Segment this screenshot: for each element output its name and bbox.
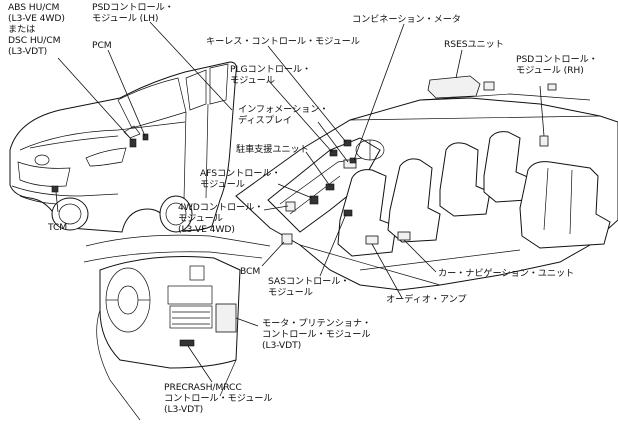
label-parking-assist: 駐車支援ユニット: [236, 144, 309, 155]
precrash-marker: [179, 339, 195, 347]
label-audio-amp: オーディオ・アンプ: [386, 294, 467, 305]
label-plg-line-2: モジュール: [230, 75, 275, 86]
car-exterior-illustration: [9, 61, 237, 233]
meter-marker: [349, 157, 357, 164]
label-info-display: インフォメーション・ ディスプレイ: [238, 104, 329, 126]
label-4wd: 4WDコントロール・ モジュール (L3-VE 4WD): [178, 202, 263, 235]
label-precrash: PRECRASH/MRCC コントロール・モジュール (L3-VDT): [164, 382, 273, 415]
label-psd-lh-line-2: モジュール (LH): [92, 13, 159, 24]
sas-module-marker: [343, 209, 353, 217]
label-abs-line-5: (L3-VDT): [8, 46, 48, 57]
label-precrash-line-2: コントロール・モジュール: [164, 393, 273, 404]
leader-lines: [55, 21, 545, 383]
label-abs-line-4: DSC HU/CM: [8, 35, 61, 46]
label-pcm: PCM: [92, 40, 112, 51]
label-sas-line-2: モジュール: [268, 287, 313, 298]
tcm-module-marker: [51, 185, 59, 193]
dashboard-closeup-illustration: [83, 234, 271, 421]
label-afs: AFSコントロール・ モジュール: [200, 168, 281, 190]
parking-assist-marker: [325, 183, 335, 191]
abs-module-marker: [129, 138, 137, 148]
car-nav-marker: [397, 231, 411, 241]
label-psd-rh: PSDコントロール・ モジュール (RH): [516, 54, 598, 76]
label-abs-line-1: ABS HU/CM: [8, 2, 60, 13]
label-abs-hu-cm: ABS HU/CM (L3-VE 4WD) または DSC HU/CM (L3-…: [8, 2, 65, 57]
label-motor-pretensioner-line-3: (L3-VDT): [262, 340, 302, 351]
label-motor-pretensioner-line-1: モータ・プリテンショナ・: [262, 318, 372, 329]
motor-pretensioner-marker: [215, 303, 237, 333]
plg-module-marker: [329, 149, 338, 157]
label-4wd-line-2: モジュール: [178, 213, 223, 224]
label-plg-line-1: PLGコントロール・: [230, 64, 312, 75]
label-sas: SASコントロール・ モジュール: [268, 276, 350, 298]
label-sas-line-1: SASコントロール・: [268, 276, 350, 287]
label-tcm: TCM: [48, 222, 68, 233]
afs-module-marker: [309, 195, 319, 205]
label-precrash-line-1: PRECRASH/MRCC: [164, 382, 242, 393]
label-abs-line-2: (L3-VE 4WD): [8, 13, 65, 24]
label-precrash-line-3: (L3-VDT): [164, 404, 204, 415]
pcm-module-marker: [142, 133, 149, 141]
label-afs-line-1: AFSコントロール・: [200, 168, 281, 179]
audio-amp-marker: [365, 235, 379, 245]
label-psd-lh-line-1: PSDコントロール・: [92, 2, 174, 13]
interior-cutaway-illustration: [235, 75, 618, 291]
label-abs-line-3: または: [8, 24, 36, 35]
label-info-display-line-1: インフォメーション・: [238, 104, 329, 115]
label-psd-rh-line-1: PSDコントロール・: [516, 54, 598, 65]
label-afs-line-2: モジュール: [200, 179, 245, 190]
keyless-module-marker: [343, 139, 352, 147]
label-motor-pretensioner-line-2: コントロール・モジュール: [262, 329, 371, 340]
label-4wd-line-3: (L3-VE 4WD): [178, 224, 235, 235]
label-psd-lh: PSDコントロール・ モジュール (LH): [92, 2, 174, 24]
bcm-module-marker: [281, 233, 293, 245]
label-rses: RSESユニット: [444, 39, 504, 50]
label-combination-meter: コンビネーション・メータ: [352, 14, 461, 25]
label-bcm: BCM: [240, 266, 261, 277]
label-psd-rh-line-2: モジュール (RH): [516, 65, 584, 76]
label-keyless: キーレス・コントロール・モジュール: [206, 36, 360, 47]
label-motor-pretensioner: モータ・プリテンショナ・ コントロール・モジュール (L3-VDT): [262, 318, 371, 351]
label-plg: PLGコントロール・ モジュール: [230, 64, 311, 86]
psd-rh-marker: [539, 135, 549, 147]
rses-unit-marker: [427, 75, 481, 99]
label-car-nav: カー・ナビゲーション・ユニット: [438, 268, 575, 279]
label-4wd-line-1: 4WDコントロール・: [178, 202, 264, 213]
label-info-display-line-2: ディスプレイ: [238, 115, 292, 126]
